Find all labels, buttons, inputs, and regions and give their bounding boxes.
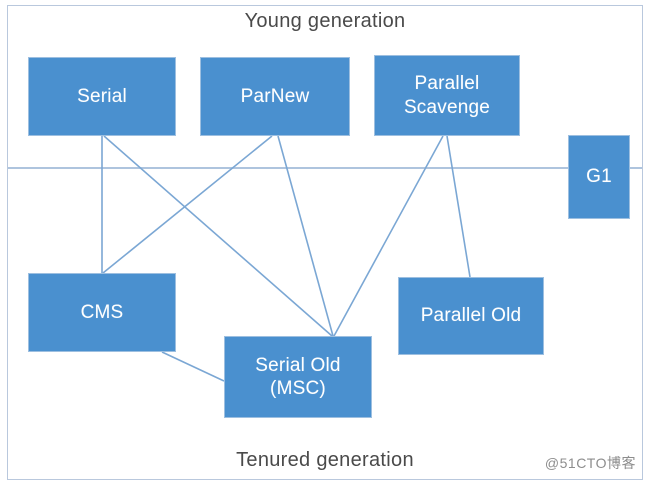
generation-divider-line [8,167,642,169]
tenured-generation-label: Tenured generation [236,449,414,471]
node-cms[interactable]: CMS [28,273,176,352]
young-generation-label: Young generation [244,10,406,32]
node-parnew[interactable]: ParNew [200,57,350,136]
node-parallel-scavenge[interactable]: Parallel Scavenge [374,55,520,136]
link-parnew-to-cms [102,135,273,274]
link-parnew-to-serial-old [277,135,334,337]
node-serial-old[interactable]: Serial Old (MSC) [224,336,372,418]
node-g1[interactable]: G1 [568,135,630,219]
node-serial[interactable]: Serial [28,57,176,136]
node-parallel-old[interactable]: Parallel Old [398,277,544,355]
link-parallel-scavenge-to-serial-old [333,135,444,337]
link-cms-to-serial-old [161,351,225,382]
link-serial-to-serial-old [103,135,333,337]
watermark-text: @51CTO博客 [544,455,636,471]
link-parallel-scavenge-to-parallel-old [446,135,471,278]
